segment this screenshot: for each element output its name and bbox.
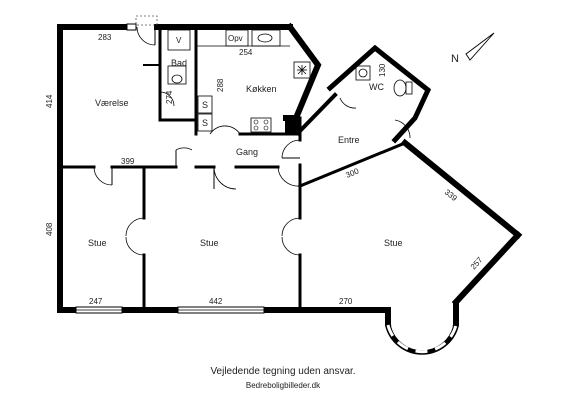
fixture-labels: V Opv S S: [176, 34, 243, 128]
room-stue-left: Stue: [88, 238, 107, 248]
stove: [250, 117, 272, 133]
dim-399: 399: [121, 157, 135, 166]
dim-339: 339: [443, 188, 459, 204]
kitchen-sink: [251, 29, 281, 47]
room-labels: Værelse Bad Køkken WC Entre Gang Stue St…: [88, 58, 403, 248]
cabinet-s-top: [197, 95, 213, 114]
footer-source: Bedreboligbilleder.dk: [246, 381, 321, 390]
dim-408: 408: [45, 222, 54, 236]
fixtures: [167, 29, 413, 134]
dim-257: 257: [469, 255, 485, 271]
footer-disclaimer: Vejledende tegning uden ansvar.: [210, 366, 355, 377]
dim-283: 283: [98, 33, 112, 42]
dim-247: 247: [89, 297, 103, 306]
bath-sink: [167, 65, 187, 85]
dim-270: 270: [339, 297, 353, 306]
dim-130: 130: [378, 63, 387, 77]
room-entre: Entre: [338, 135, 360, 145]
bay-window: [385, 302, 459, 355]
corner-cabinet: [293, 61, 311, 79]
roof-hatch: [135, 15, 158, 26]
compass: N: [451, 32, 495, 65]
compass-label: N: [451, 53, 459, 65]
room-wc: WC: [369, 82, 384, 92]
washer-box: [167, 29, 191, 51]
label-opv: Opv: [228, 34, 243, 43]
room-bad: Bad: [171, 58, 187, 68]
chimney: [285, 118, 299, 134]
toilet: [393, 79, 407, 97]
room-gang: Gang: [236, 147, 258, 157]
dim-288: 288: [216, 78, 225, 92]
label-s-top: S: [202, 100, 208, 110]
room-koekken: Køkken: [246, 84, 277, 94]
wc-sink: [355, 65, 371, 81]
cabinet-s-bottom: [197, 113, 213, 132]
dim-442: 442: [209, 297, 223, 306]
north-arrow-icon: [465, 32, 495, 61]
room-stue-right: Stue: [384, 238, 403, 248]
label-v: V: [176, 36, 182, 45]
dimension-labels: 283 254 288 274 414 399 408 247 442 270 …: [45, 33, 485, 306]
dim-414: 414: [45, 94, 54, 108]
doors: [93, 26, 411, 256]
room-vaerelse: Værelse: [95, 98, 129, 108]
windows: [75, 23, 265, 314]
label-s-bottom: S: [202, 118, 208, 128]
dim-254: 254: [239, 48, 253, 57]
room-stue-mid: Stue: [200, 238, 219, 248]
dim-274: 274: [165, 90, 174, 104]
